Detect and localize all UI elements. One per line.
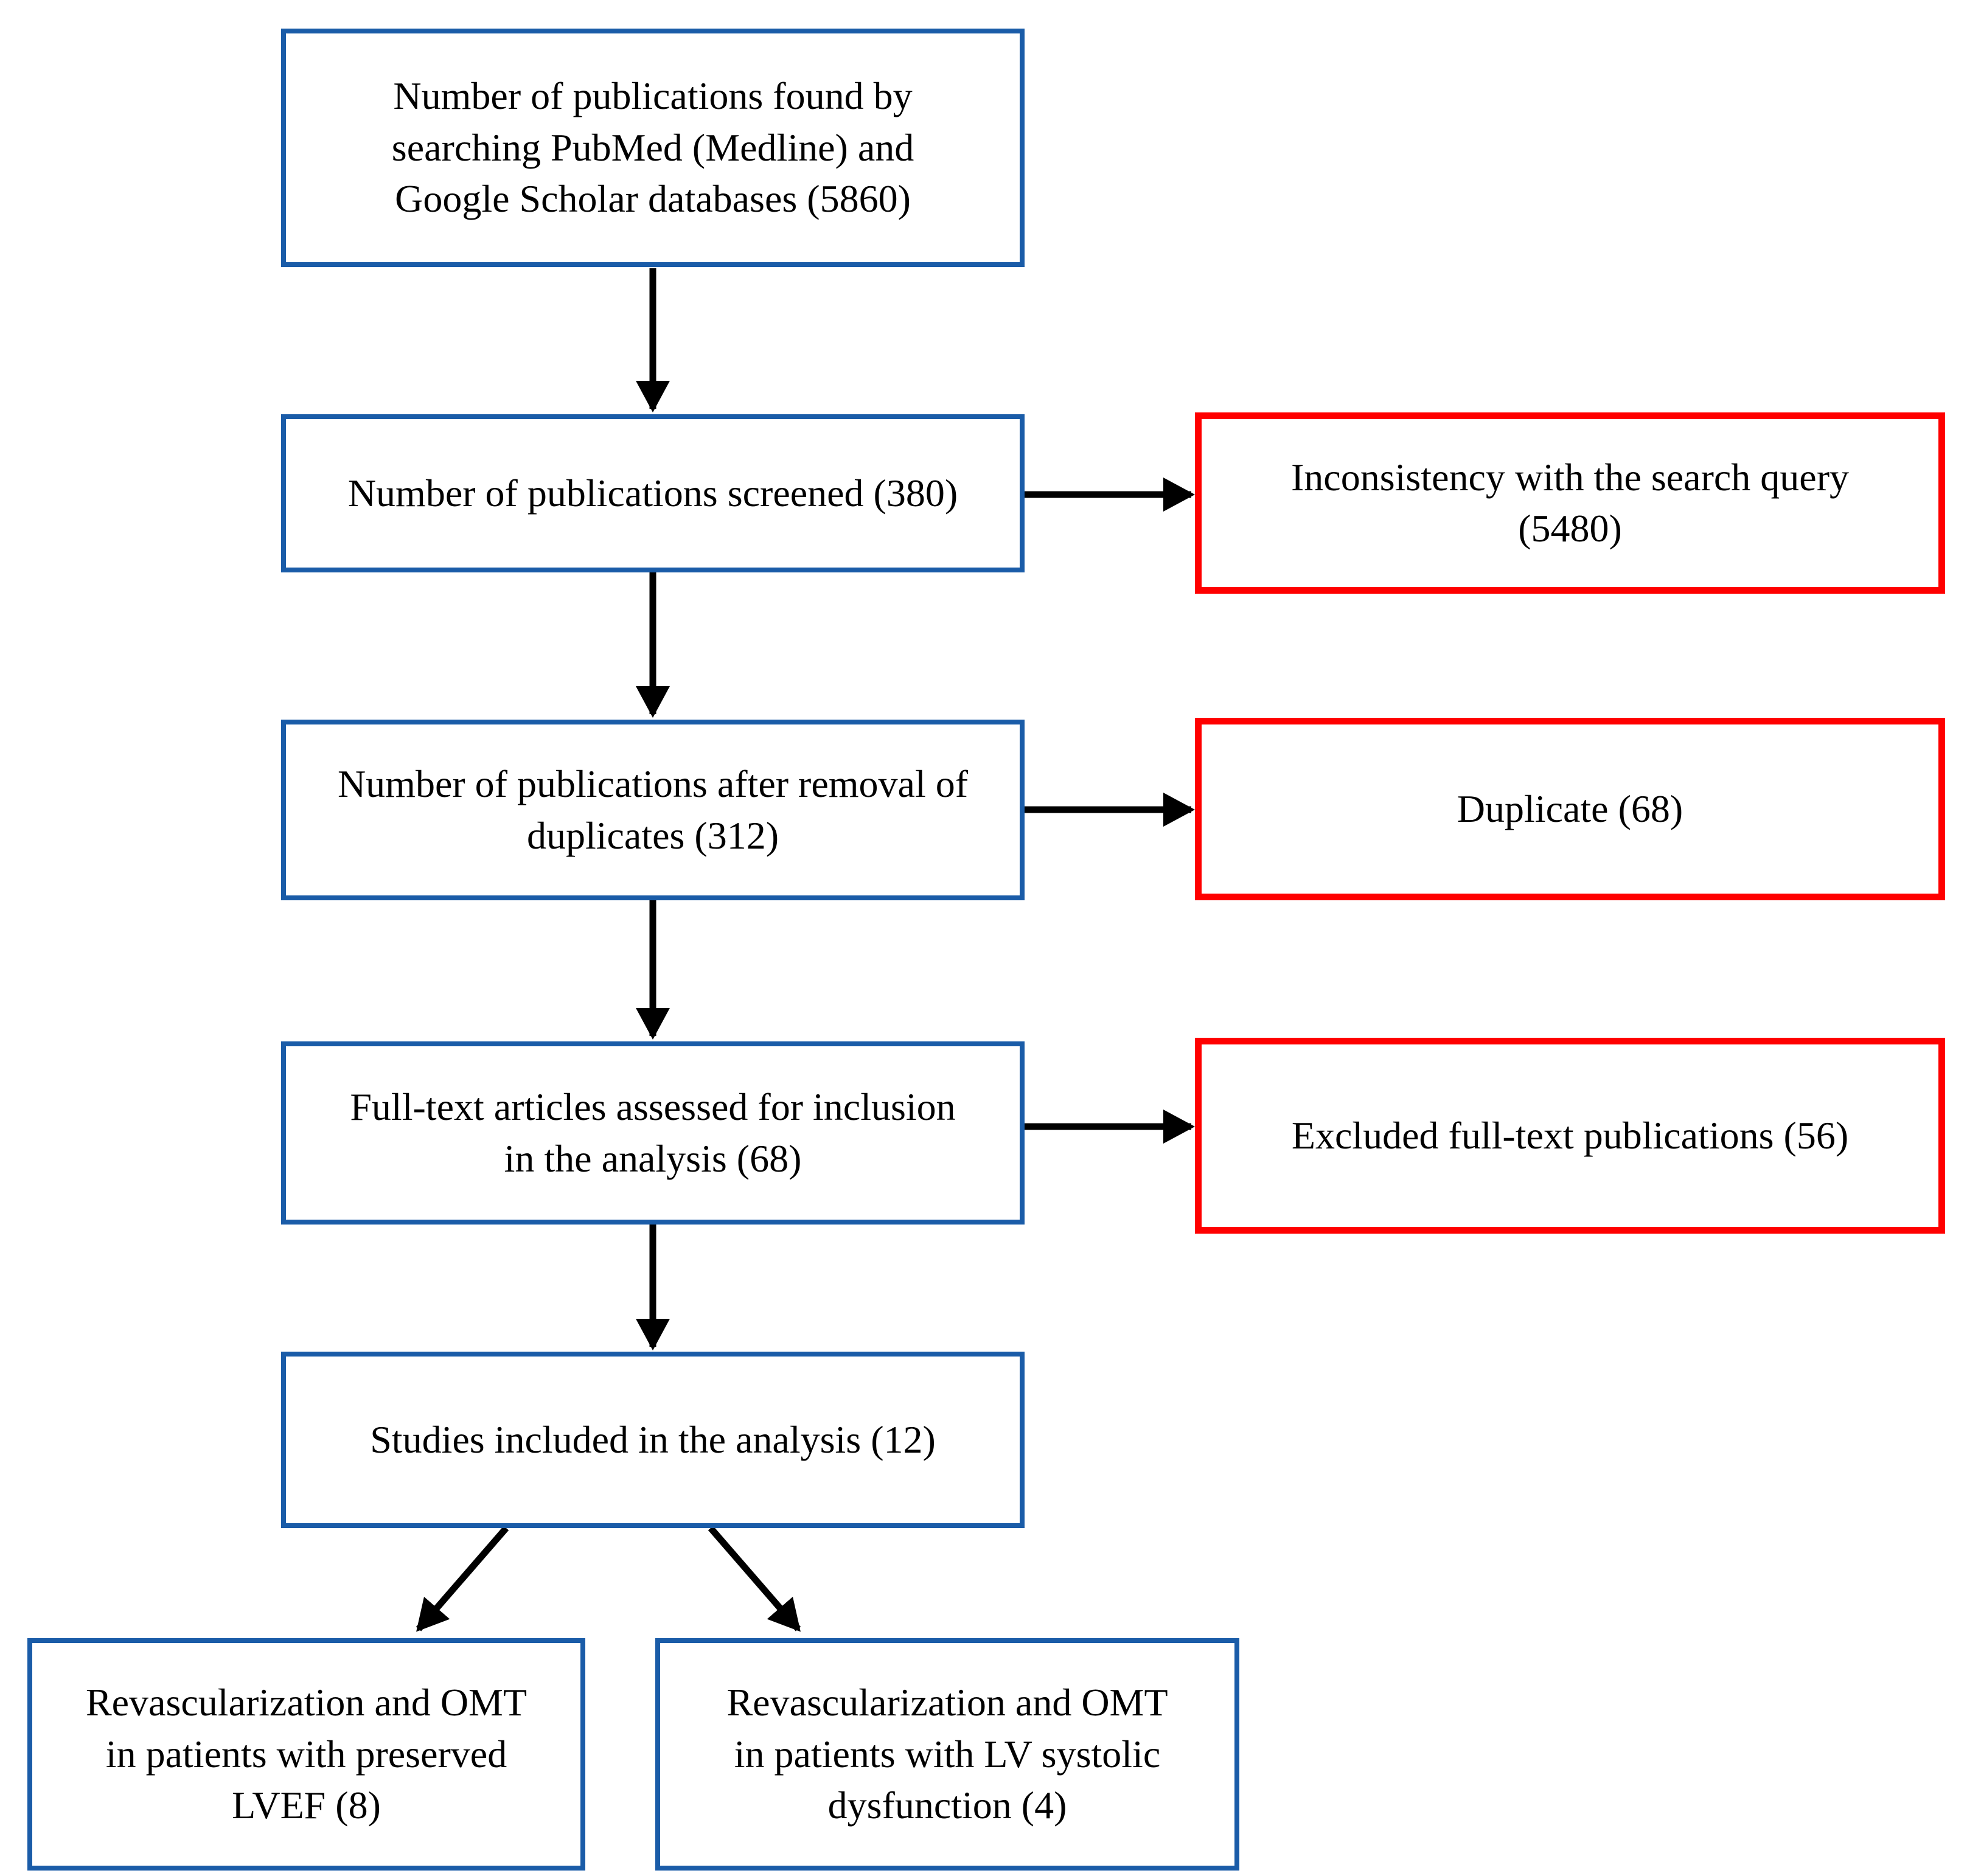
outcome-box-preserved-lvef: Revascularization and OMT in patients wi…	[27, 1638, 585, 1871]
outcome-box-preserved-lvef-label: Revascularization and OMT in patients wi…	[85, 1681, 527, 1827]
exclusion-box-search-query-inconsistency-label: Inconsistency with the search query (548…	[1290, 455, 1850, 550]
outcome-box-lv-systolic-dysfunction-label: Revascularization and OMT in patients wi…	[726, 1681, 1168, 1827]
flow-box-publications-found-label: Number of publications found by searchin…	[391, 74, 914, 221]
flow-box-after-duplicate-removal: Number of publications after removal of …	[281, 720, 1025, 900]
flow-box-publications-screened: Number of publications screened (380)	[281, 414, 1025, 572]
exclusion-box-duplicate-label: Duplicate (68)	[1457, 787, 1683, 830]
flow-box-fulltext-assessed-label: Full-text articles assessed for inclusio…	[350, 1085, 956, 1180]
flow-box-fulltext-assessed: Full-text articles assessed for inclusio…	[281, 1041, 1025, 1225]
arrow-included-to-preserved-lvef	[416, 1526, 509, 1632]
arrow-included-to-lv-dysfunction	[708, 1526, 801, 1632]
flow-box-publications-screened-label: Number of publications screened (380)	[347, 471, 958, 515]
outcome-box-lv-systolic-dysfunction: Revascularization and OMT in patients wi…	[655, 1638, 1239, 1871]
exclusion-box-search-query-inconsistency: Inconsistency with the search query (548…	[1195, 412, 1945, 594]
flow-box-publications-found: Number of publications found by searchin…	[281, 29, 1025, 267]
exclusion-box-excluded-fulltext: Excluded full-text publications (56)	[1195, 1038, 1945, 1234]
flow-box-after-duplicate-removal-label: Number of publications after removal of …	[337, 762, 969, 857]
exclusion-box-duplicate: Duplicate (68)	[1195, 718, 1945, 900]
flow-box-studies-included-label: Studies included in the analysis (12)	[370, 1417, 936, 1461]
exclusion-box-excluded-fulltext-label: Excluded full-text publications (56)	[1291, 1113, 1849, 1157]
flow-box-studies-included: Studies included in the analysis (12)	[281, 1352, 1025, 1528]
